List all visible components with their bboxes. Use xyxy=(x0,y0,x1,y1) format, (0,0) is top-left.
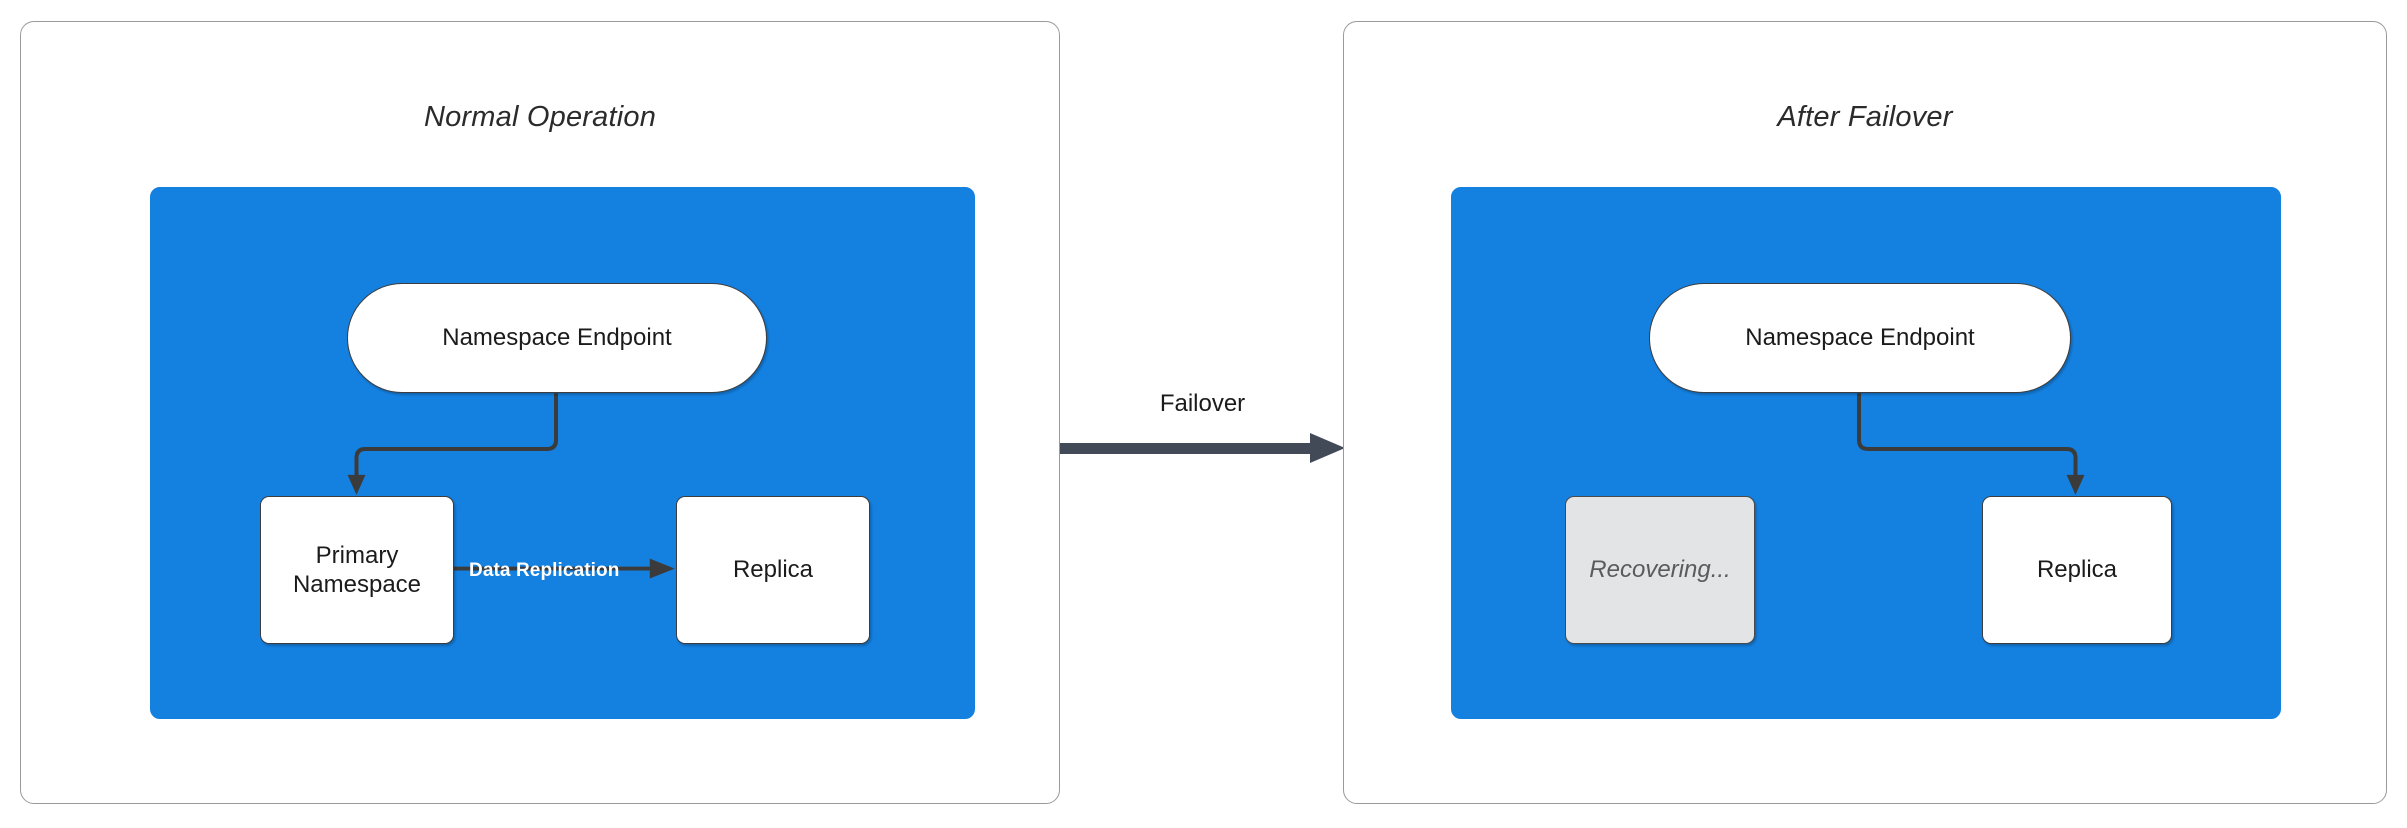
panel-title-normal-operation: Normal Operation xyxy=(423,101,657,133)
node-label-line2: Namespace xyxy=(292,571,422,598)
node-replica-failover[interactable]: Replica xyxy=(1982,496,2172,644)
panel-after-failover: After Failover Namespace Endpoint Recove… xyxy=(1343,21,2387,804)
arrowhead-endpoint-to-replica xyxy=(2066,474,2085,495)
blue-region-after-failover: Namespace Endpoint Recovering... Replica xyxy=(1451,187,2281,719)
arrowhead-primary-to-replica xyxy=(649,558,675,579)
failover-arrow-head-icon xyxy=(1310,433,1345,463)
node-label: Recovering... xyxy=(1589,556,1731,584)
node-label: Replica xyxy=(2036,556,2118,584)
node-label: Primary Namespace xyxy=(293,541,421,600)
failover-label: Failover xyxy=(1159,390,1246,417)
node-label: Namespace Endpoint xyxy=(1745,324,1975,352)
failover-arrow-shaft xyxy=(1060,443,1315,454)
arrowhead-endpoint-to-primary xyxy=(347,474,366,495)
node-namespace-endpoint-normal[interactable]: Namespace Endpoint xyxy=(347,283,767,393)
edge-endpoint-to-primary xyxy=(354,393,559,479)
panel-title-after-failover: After Failover xyxy=(1777,101,1953,133)
node-primary-namespace[interactable]: Primary Namespace xyxy=(260,496,454,644)
panel-normal-operation: Normal Operation Data Replication Namesp… xyxy=(20,21,1060,804)
edge-endpoint-to-replica xyxy=(1857,393,2078,479)
node-label: Replica xyxy=(732,556,814,584)
blue-region-normal-operation: Data Replication Namespace Endpoint Prim… xyxy=(150,187,975,719)
node-recovering[interactable]: Recovering... xyxy=(1565,496,1755,644)
failover-transition: Failover xyxy=(1060,390,1345,510)
node-label-line1: Primary xyxy=(315,541,399,569)
node-namespace-endpoint-failover[interactable]: Namespace Endpoint xyxy=(1649,283,2071,393)
node-replica-normal[interactable]: Replica xyxy=(676,496,870,644)
edge-label-data-replication: Data Replication xyxy=(469,560,620,581)
node-label: Namespace Endpoint xyxy=(442,324,672,352)
